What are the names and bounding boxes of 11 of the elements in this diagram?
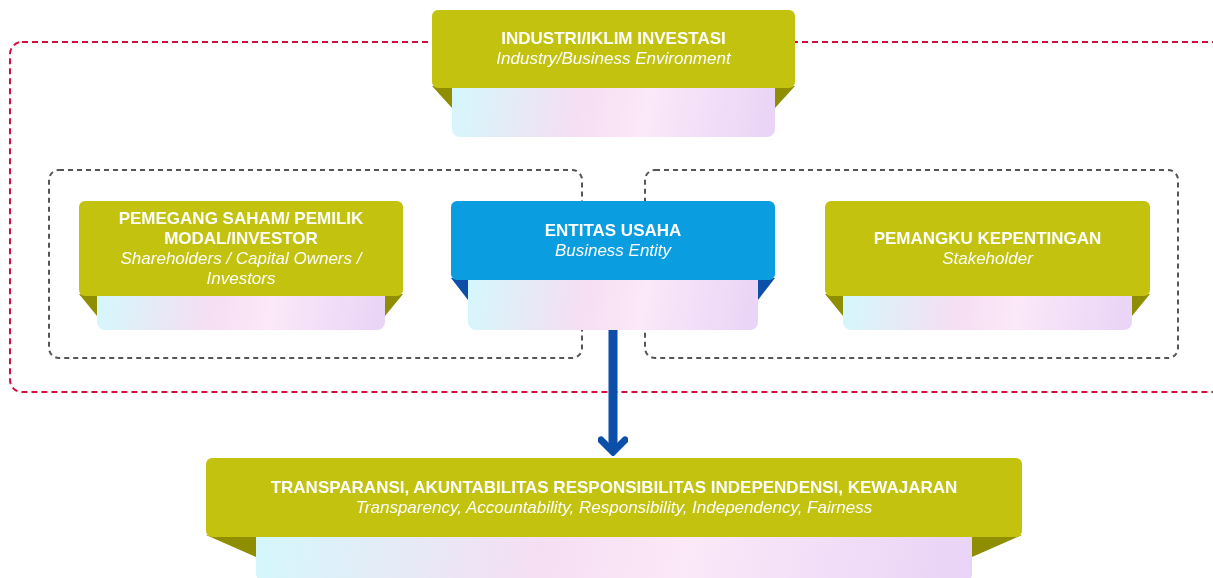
box-subtitle: Business Entity: [554, 240, 672, 261]
box-subtitle: Transparency, Accountability, Responsibility, Independency, Fairness: [355, 497, 873, 518]
box-subtitle: Industry/Business Environment: [496, 49, 731, 69]
box-heading: PEMANGKU KEPENTINGAN: [873, 228, 1102, 249]
box-heading: INDUSTRI/IKLIM INVESTASI: [501, 29, 726, 49]
box-subtitle: Shareholders / Capital Owners / Investors: [119, 248, 364, 289]
arrow: [597, 330, 629, 456]
box-subtitle: Stakeholder: [942, 248, 1033, 269]
box-heading: TRANSPARANSI, AKUNTABILITAS RESPONSIBILITAS INDEPENDENSI, KEWAJARAN: [270, 477, 958, 498]
box-heading: ENTITAS USAHA: [544, 220, 682, 241]
box-heading: PEMEGANG SAHAM/ PEMILIK MODAL/INVESTOR: [117, 208, 365, 249]
